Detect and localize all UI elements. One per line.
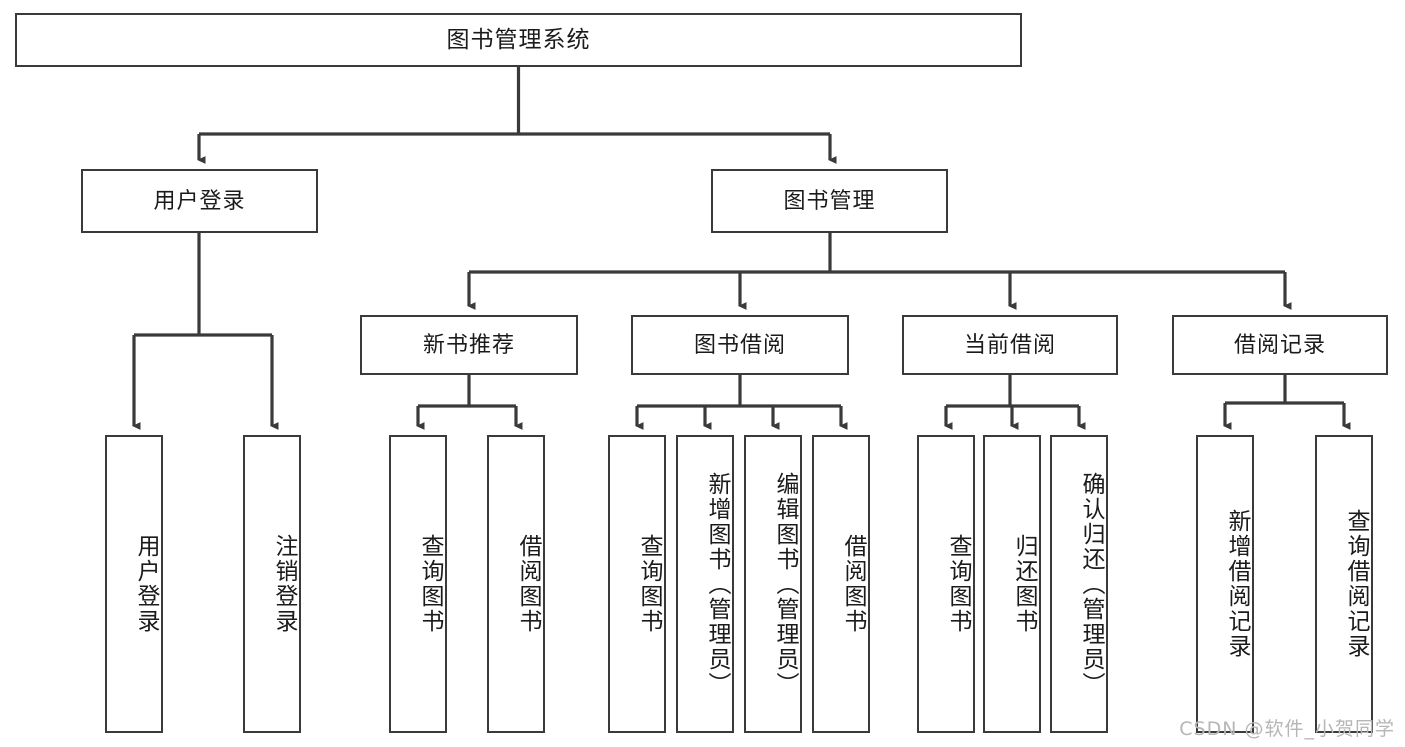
node-label: 查询借阅记录: [1344, 509, 1370, 659]
node-leaf-query-book-borrow[interactable]: 查询图书: [608, 435, 666, 733]
node-label: 确认归还（管理员）: [1079, 471, 1105, 697]
node-leaf-borrow-book-borrow[interactable]: 借阅图书: [812, 435, 870, 733]
node-leaf-edit-book-admin[interactable]: 编辑图书（管理员）: [744, 435, 802, 733]
node-label: 新书推荐: [422, 331, 515, 357]
node-label: 查询图书: [946, 534, 972, 634]
node-label: 查询图书: [418, 534, 444, 634]
node-book-management[interactable]: 图书管理: [711, 169, 948, 233]
node-leaf-user-login[interactable]: 用户登录: [105, 435, 163, 733]
node-new-book-recommend[interactable]: 新书推荐: [360, 315, 578, 375]
node-label: 用户登录: [153, 187, 246, 213]
node-leaf-logout-login[interactable]: 注销登录: [243, 435, 301, 733]
node-book-borrow[interactable]: 图书借阅: [631, 315, 849, 375]
node-label: 新增借阅记录: [1225, 509, 1251, 659]
node-label: 图书借阅: [693, 331, 786, 357]
node-leaf-add-borrow-record[interactable]: 新增借阅记录: [1196, 435, 1254, 733]
node-label: 归还图书: [1012, 534, 1038, 634]
node-label: 借阅记录: [1233, 331, 1326, 357]
node-leaf-add-book-admin[interactable]: 新增图书（管理员）: [676, 435, 734, 733]
node-user-login[interactable]: 用户登录: [81, 169, 318, 233]
node-leaf-query-book-recommend[interactable]: 查询图书: [389, 435, 447, 733]
node-label: 借阅图书: [516, 534, 542, 634]
node-label: 编辑图书（管理员）: [773, 471, 799, 697]
node-leaf-confirm-return-admin[interactable]: 确认归还（管理员）: [1050, 435, 1108, 733]
node-leaf-borrow-book-recommend[interactable]: 借阅图书: [487, 435, 545, 733]
node-label: 当前借阅: [963, 331, 1056, 357]
node-label: 图书管理: [783, 187, 876, 213]
node-label: 新增图书（管理员）: [705, 471, 731, 697]
node-leaf-query-borrow-record[interactable]: 查询借阅记录: [1315, 435, 1373, 733]
node-label: 用户登录: [134, 534, 160, 634]
node-borrow-record[interactable]: 借阅记录: [1172, 315, 1388, 375]
node-label: 查询图书: [637, 534, 663, 634]
node-leaf-query-book-current[interactable]: 查询图书: [917, 435, 975, 733]
node-label: 注销登录: [272, 534, 298, 634]
node-leaf-return-book[interactable]: 归还图书: [983, 435, 1041, 733]
node-label: 图书管理系统: [446, 26, 591, 53]
node-label: 借阅图书: [841, 534, 867, 634]
node-current-borrow[interactable]: 当前借阅: [902, 315, 1118, 375]
csdn-watermark: CSDN @软件_小贺同学: [1179, 718, 1395, 740]
node-root-system[interactable]: 图书管理系统: [15, 13, 1022, 67]
